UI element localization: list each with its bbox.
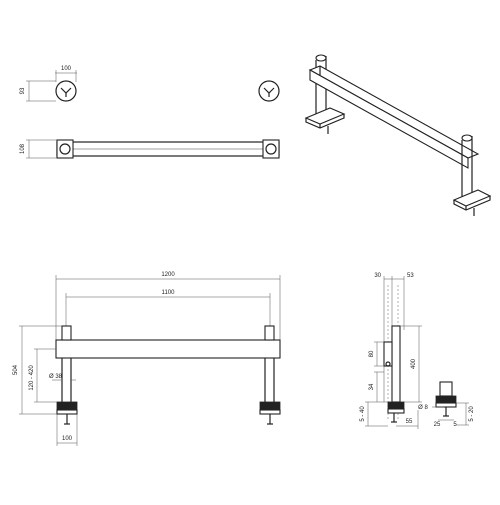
iso-left-post — [304, 54, 346, 134]
top-bar — [56, 139, 280, 159]
side-clamp-depth-label: 55 — [406, 419, 413, 425]
side-width-a-label: 30 — [374, 273, 381, 279]
detail-offset-dimension: 25 5 — [434, 419, 457, 428]
front-bar-length-dimension: 1100 — [65, 290, 271, 340]
side-clamp-depth-dimension: 55 — [396, 410, 419, 429]
front-right-post — [259, 325, 281, 425]
side-offset-a-label: 34 — [369, 383, 375, 390]
iso-right-post — [452, 134, 492, 216]
side-width-b-label: 53 — [407, 273, 414, 279]
detail-diameter-dimension: Ø 8 — [418, 405, 444, 411]
top-depth-dimension: 93 — [20, 80, 56, 102]
front-clamp-width-label: 100 — [62, 436, 73, 442]
front-height-range-label: 120 - 420 — [29, 365, 35, 391]
side-post — [383, 325, 405, 423]
detail-range-dimension: 5 - 20 — [456, 402, 475, 426]
top-clamp-left — [55, 80, 77, 102]
front-clamp-width-dimension: 100 — [56, 414, 78, 446]
front-bar-length-label: 1100 — [162, 290, 176, 296]
side-width-dimension: 30 53 — [374, 273, 414, 402]
side-bar-height-label: 80 — [369, 350, 375, 357]
front-post-diameter-dimension: Ø 38 — [49, 374, 76, 381]
front-height-range-dimension: 120 - 420 — [29, 348, 57, 403]
detail-diameter-label: Ø 8 — [418, 405, 428, 411]
side-post-height-label: 400 — [411, 358, 417, 369]
isometric-view — [304, 54, 492, 216]
front-bar — [55, 339, 281, 359]
detail-offset-a-label: 25 — [434, 422, 441, 428]
clamp-detail: Ø 8 25 5 5 - 20 — [418, 381, 475, 428]
iso-bar — [308, 65, 480, 169]
side-bar-height-dimension: 80 — [369, 341, 384, 367]
top-view: 100 93 108 — [20, 66, 280, 159]
top-bar-height-dimension: 108 — [20, 139, 57, 159]
side-offset-dimension: 34 — [369, 371, 384, 402]
side-clamp-range-dimension: 5 - 40 — [360, 401, 388, 427]
front-overall-length-label: 1200 — [161, 272, 175, 278]
top-clamp-width-label: 100 — [61, 66, 72, 72]
top-clamp-depth-label: 93 — [20, 87, 26, 94]
detail-range-label: 5 - 20 — [469, 406, 475, 422]
side-view: 30 53 80 400 — [360, 273, 422, 429]
side-clamp-range-label: 5 - 40 — [360, 406, 366, 422]
front-view: 1200 1100 — [13, 272, 281, 446]
detail-offset-b-label: 5 — [453, 422, 457, 428]
side-post-height-dimension: 400 — [400, 325, 422, 403]
front-total-height-dimension: 504 — [13, 325, 62, 415]
top-bar-height-label: 108 — [20, 143, 26, 154]
top-width-dimension: 100 — [55, 66, 77, 82]
front-post-diameter-label: Ø 38 — [49, 374, 63, 380]
front-length-dimension: 1200 — [55, 272, 281, 340]
top-clamp-right — [258, 80, 280, 102]
front-total-height-label: 504 — [13, 364, 19, 375]
